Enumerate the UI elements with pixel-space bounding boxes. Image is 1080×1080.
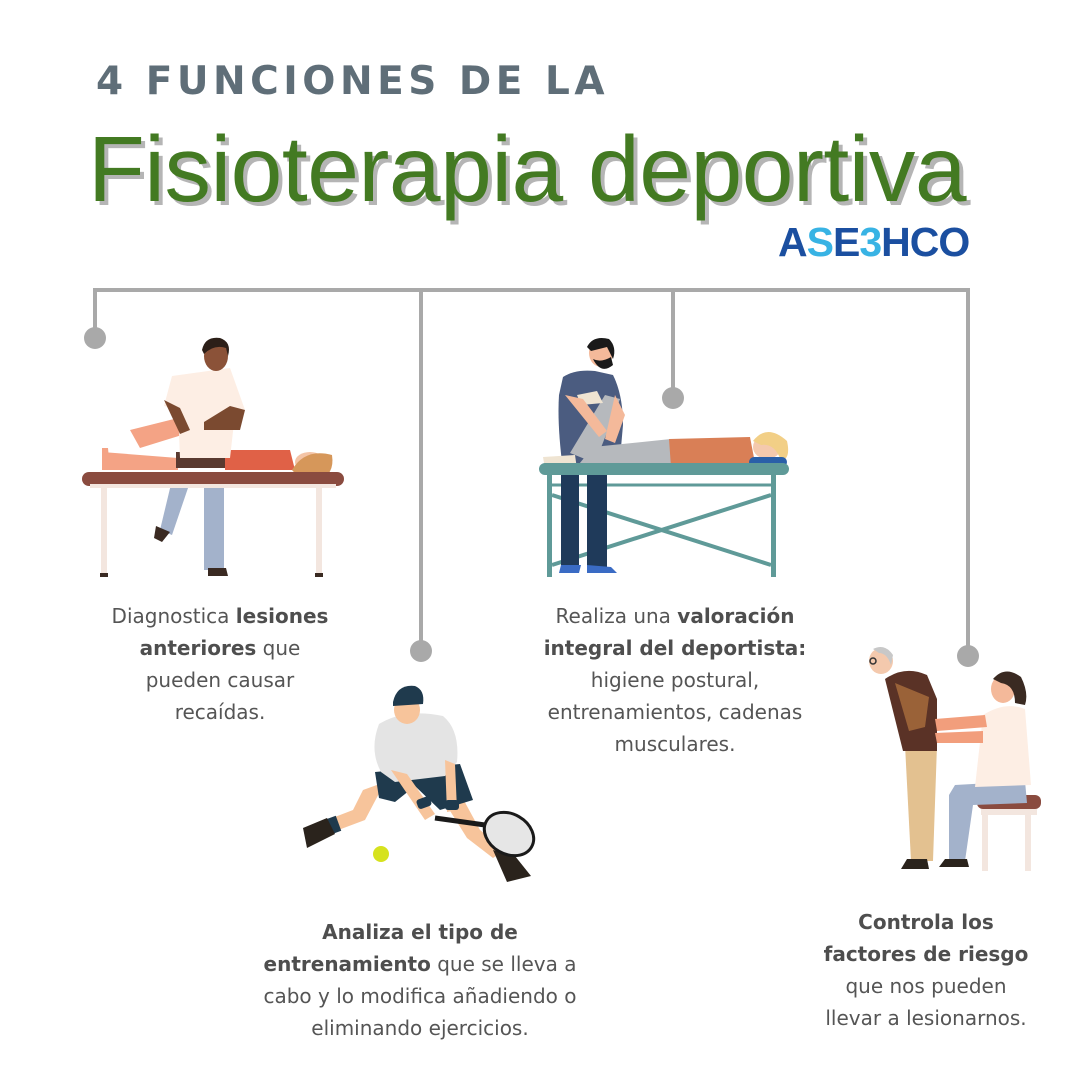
text-line: musculares. xyxy=(614,732,736,756)
text-line: Controla los xyxy=(858,910,994,934)
connector-3 xyxy=(671,288,675,398)
aserhco-logo: ASE3HCO xyxy=(778,219,970,269)
function-2-description: Analiza el tipo de entrenamiento que se … xyxy=(220,916,620,1044)
text-line: Realiza una valoración xyxy=(555,604,795,628)
connector-dot-1 xyxy=(84,327,106,349)
logo-wave: 3 xyxy=(859,219,882,265)
connector-horizontal xyxy=(93,288,970,292)
connector-dot-2 xyxy=(410,640,432,662)
text-line: integral del deportista: xyxy=(543,636,807,660)
text-line: llevar a lesionarnos. xyxy=(825,1006,1027,1030)
text-line: Diagnostica lesiones xyxy=(111,604,329,628)
therapist-leg-stretch-illustration xyxy=(82,337,344,577)
connector-2 xyxy=(419,288,423,651)
logo-wave: S xyxy=(806,219,834,265)
logo-letters: HCO xyxy=(881,219,970,265)
function-1-description: Diagnostica lesiones anteriores que pued… xyxy=(80,600,360,728)
back-examination-illustration xyxy=(869,647,1041,871)
text-line: entrenamientos, cadenas xyxy=(547,700,803,724)
logo-letter: A xyxy=(778,219,808,265)
text-line: eliminando ejercicios. xyxy=(311,1016,529,1040)
function-3-description: Realiza una valoración integral del depo… xyxy=(520,600,830,760)
therapist-prone-patient-illustration xyxy=(539,338,789,577)
text-line: anteriores que xyxy=(139,636,301,660)
text-line: que nos pueden xyxy=(845,974,1007,998)
text-line: higiene postural, xyxy=(590,668,760,692)
kicker-heading: 4 FUNCIONES DE LA xyxy=(96,59,610,104)
logo-letter: E xyxy=(832,219,860,265)
text-line: pueden causar xyxy=(145,668,295,692)
text-line: entrenamiento que se lleva a xyxy=(263,952,577,976)
text-line: cabo y lo modifica añadiendo o xyxy=(263,984,577,1008)
text-line: recaídas. xyxy=(174,700,266,724)
text-line: Analiza el tipo de xyxy=(322,920,518,944)
tennis-player-illustration xyxy=(303,685,536,882)
function-4-description: Controla los factores de riesgo que nos … xyxy=(800,906,1052,1034)
connector-dot-3 xyxy=(662,387,684,409)
connector-1 xyxy=(93,288,97,338)
connector-4 xyxy=(966,288,970,656)
page-title: Fisioterapia deportiva xyxy=(88,117,967,221)
text-line: factores de riesgo xyxy=(823,942,1029,966)
connector-dot-4 xyxy=(957,645,979,667)
